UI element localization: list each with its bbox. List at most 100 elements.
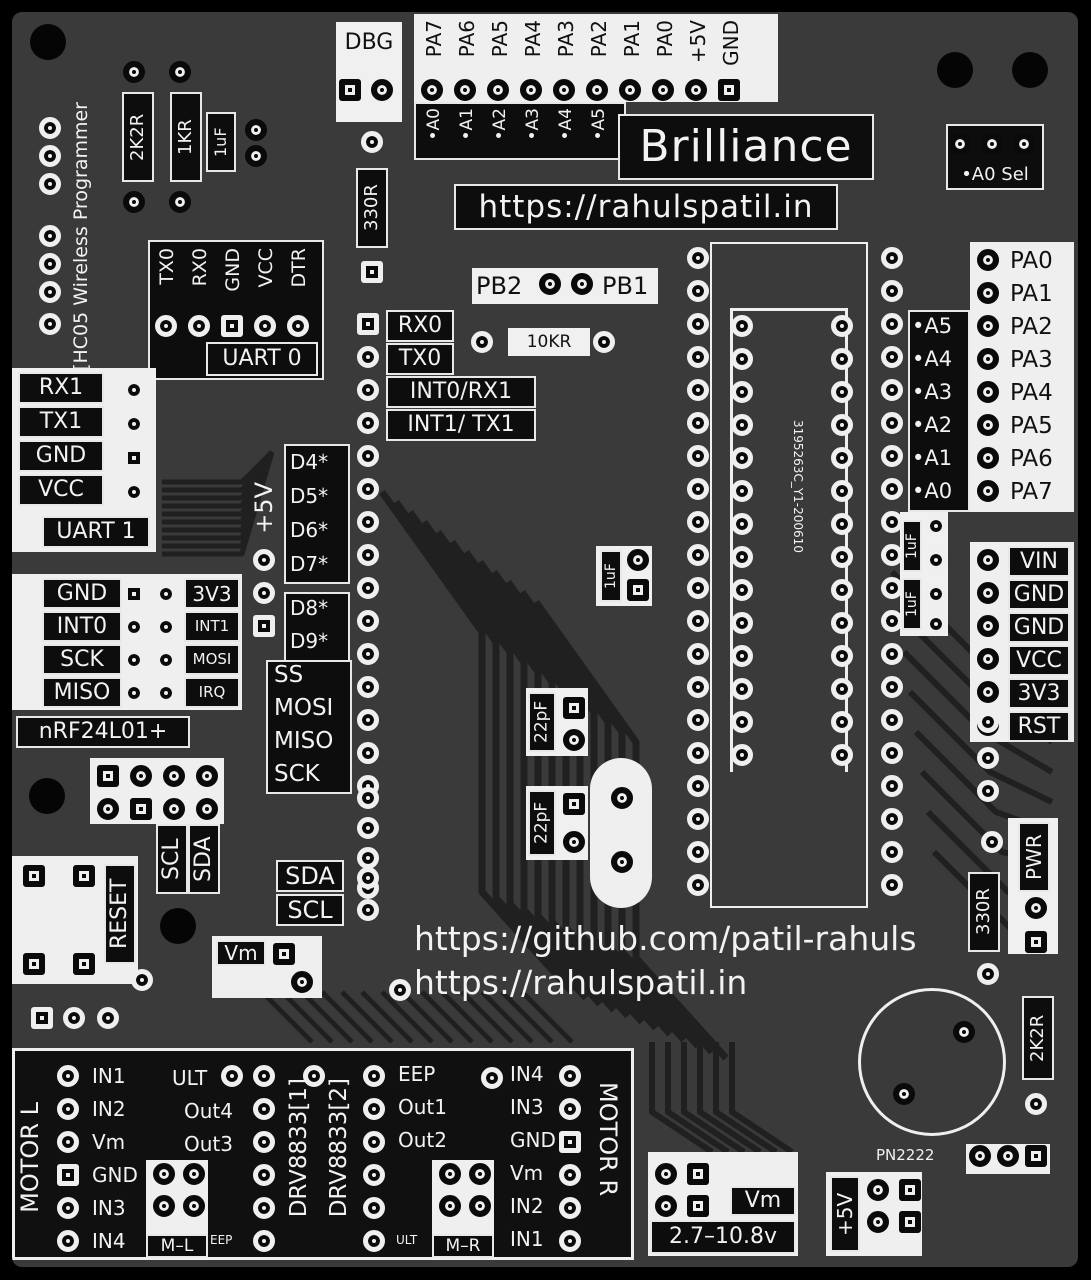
solder-pad — [977, 711, 999, 733]
solder-pad — [881, 841, 903, 863]
solder-pad — [357, 544, 379, 566]
top-pin-label: PA3 — [554, 20, 578, 58]
solder-pad — [881, 412, 903, 434]
solder-pad — [627, 549, 649, 571]
solder-pad — [253, 582, 275, 604]
solder-pad — [439, 1163, 461, 1185]
solder-pad — [253, 1065, 275, 1087]
solder-pad — [357, 787, 379, 809]
solder-pad — [559, 1230, 581, 1252]
solder-pad — [687, 313, 709, 335]
solder-pad — [357, 709, 379, 731]
solder-pad — [303, 1065, 325, 1087]
motor-r-pin-label: IN3 — [510, 1095, 544, 1119]
trace — [440, 990, 494, 1044]
solder-pad — [253, 615, 275, 637]
solder-pad — [831, 546, 853, 568]
solder-pad — [130, 765, 152, 787]
solder-pad — [481, 1067, 503, 1089]
top-analog-label: •A0 — [424, 108, 444, 141]
solder-pad — [363, 1098, 385, 1120]
uart1-pin-label: GND — [18, 440, 104, 472]
right-pin-label: PA0 — [1010, 248, 1053, 274]
resistor-1k: 1KR — [170, 92, 202, 182]
solder-pad — [831, 744, 853, 766]
solder-pad — [361, 261, 383, 283]
solder-pad — [881, 577, 903, 599]
top-pin-label: GND — [719, 20, 743, 66]
site-url[interactable]: https://rahulspatil.in — [414, 963, 748, 1002]
uart0-pin-label: VCC — [255, 248, 277, 288]
pb-label-box — [472, 268, 658, 304]
solder-pad — [687, 445, 709, 467]
solder-pad — [253, 1230, 275, 1252]
solder-pad — [867, 1179, 889, 1201]
uart1-pin-label: RX1 — [18, 372, 104, 404]
solder-pad — [687, 610, 709, 632]
solder-pad — [221, 315, 243, 337]
solder-pad — [254, 315, 276, 337]
right-analog-label: •A0 — [912, 479, 953, 503]
mcu-chip-outline — [730, 308, 848, 772]
solder-pad — [1025, 1093, 1047, 1115]
solder-pad — [925, 515, 947, 537]
solder-pad — [23, 865, 45, 887]
trace — [340, 990, 394, 1044]
solder-pad — [571, 273, 593, 295]
solder-pad — [471, 331, 493, 353]
top-pin-label: PA1 — [620, 20, 644, 58]
power-pin-label: VIN — [1008, 546, 1070, 577]
solder-pad — [357, 817, 379, 839]
resistor-2k2-bottom: 2K2R — [1022, 996, 1054, 1080]
solder-pad — [183, 1195, 205, 1217]
crystal-cap1-label: 22pF — [528, 692, 556, 752]
solder-pad — [977, 381, 999, 403]
solder-pad — [439, 1195, 461, 1217]
solder-pad — [687, 379, 709, 401]
solder-pad — [63, 1007, 85, 1029]
solder-pad — [831, 645, 853, 667]
solder-pad — [731, 645, 753, 667]
right-analog-label: •A4 — [912, 347, 953, 371]
solder-pad — [130, 798, 152, 820]
power-pin-label: VCC — [1008, 645, 1070, 676]
solder-pad — [31, 1007, 53, 1029]
github-url[interactable]: https://github.com/patil-rahuls — [414, 919, 917, 958]
nrf-left-label: SCK — [42, 644, 122, 675]
solder-pad — [731, 315, 753, 337]
resistor-330-top: 330R — [356, 168, 388, 248]
solder-pad — [97, 798, 119, 820]
solder-pad — [39, 225, 61, 247]
drv-left-name: DRV8833[1] — [286, 1078, 312, 1218]
solder-pad — [221, 1065, 243, 1087]
transistor-label: PN2222 — [876, 1146, 935, 1164]
solder-pad — [123, 191, 145, 213]
solder-pad — [97, 765, 119, 787]
trace — [162, 451, 275, 557]
top-pin-label: +5V — [686, 20, 710, 64]
motor-l-pin-label: IN4 — [92, 1229, 126, 1253]
drv-left-pin-label: Out3 — [184, 1132, 233, 1156]
vm-supply-label: Vm — [730, 1186, 796, 1216]
solder-pad — [97, 1007, 119, 1029]
drv-right-pin-label: Out1 — [398, 1095, 447, 1119]
trace — [649, 1042, 714, 1155]
solder-pad — [881, 280, 903, 302]
solder-pad — [123, 649, 145, 671]
motor-r-pin-label: IN4 — [510, 1062, 544, 1086]
spi-pin-label: MOSI — [274, 695, 334, 721]
solder-pad — [881, 511, 903, 533]
solder-pad — [253, 1098, 275, 1120]
solder-pad — [718, 79, 740, 101]
pb1-label: PB1 — [602, 272, 649, 300]
solder-pad — [687, 280, 709, 302]
hc05-label: [HC05 Wireless Programmer — [70, 102, 92, 371]
crystal-cap2-label: 22pF — [528, 790, 556, 856]
solder-pad — [163, 765, 185, 787]
right-pin-label: PA4 — [1010, 380, 1053, 406]
solder-pad — [273, 943, 295, 965]
solder-pad — [357, 899, 379, 921]
uart1-pin-label: TX1 — [18, 406, 104, 438]
solder-pad — [731, 546, 753, 568]
solder-pad — [977, 747, 999, 769]
